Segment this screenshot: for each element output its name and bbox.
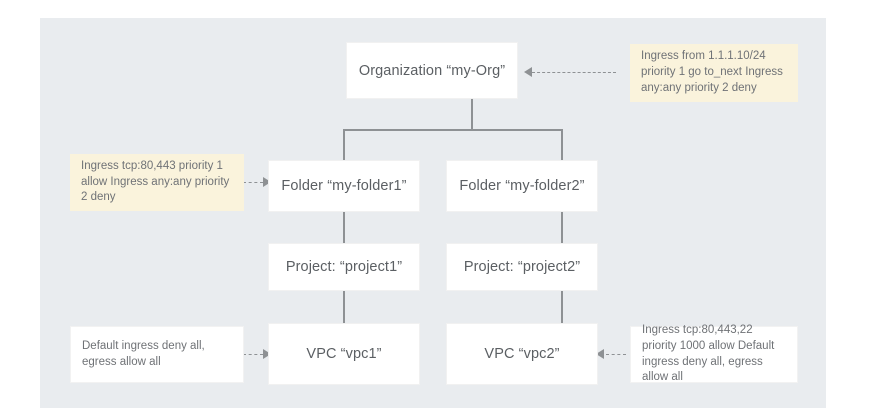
connector-folder1-project1 <box>343 211 345 244</box>
node-project2[interactable]: Project: “project2” <box>446 243 598 291</box>
node-vpc1[interactable]: VPC “vpc1” <box>268 323 420 385</box>
note-organization-policy: Ingress from 1.1.1.10/24 priority 1 go t… <box>630 44 798 102</box>
note-folder1-policy-text: Ingress tcp:80,443 priority 1 allow Ingr… <box>81 159 230 204</box>
note-organization-policy-text: Ingress from 1.1.1.10/24 priority 1 go t… <box>641 50 783 94</box>
connector-folder2-project2 <box>561 211 563 244</box>
diagram-canvas: Organization “my-Org” Folder “my-folder1… <box>40 18 826 408</box>
connector-org-horizontal <box>343 129 563 131</box>
node-project1-label: Project: “project1” <box>285 259 403 275</box>
arrowhead-vpc2-note <box>596 349 604 359</box>
dashed-line-org-note <box>532 72 616 73</box>
node-folder2[interactable]: Folder “my-folder2” <box>446 160 598 212</box>
node-project1[interactable]: Project: “project1” <box>268 243 420 291</box>
node-vpc2[interactable]: VPC “vpc2” <box>446 323 598 385</box>
node-project2-label: Project: “project2” <box>463 259 581 275</box>
note-vpc1-policy-text: Default ingress deny all, egress allow a… <box>82 339 205 368</box>
connector-org-down <box>471 98 473 130</box>
connector-folder2-up <box>561 129 563 161</box>
arrowhead-vpc1-note <box>263 349 271 359</box>
dashed-line-vpc2-note <box>606 354 626 355</box>
connector-folder1-up <box>343 129 345 161</box>
arrowhead-folder1-note <box>263 177 271 187</box>
node-vpc2-label: VPC “vpc2” <box>484 346 560 362</box>
note-vpc2-policy-text: Ingress tcp:80,443,22 priority 1000 allo… <box>642 323 775 384</box>
dashed-line-vpc1-note <box>243 354 263 355</box>
node-folder1[interactable]: Folder “my-folder1” <box>268 160 420 212</box>
node-folder1-label: Folder “my-folder1” <box>281 178 407 194</box>
note-folder1-policy: Ingress tcp:80,443 priority 1 allow Ingr… <box>70 154 244 211</box>
note-vpc2-policy: Ingress tcp:80,443,22 priority 1000 allo… <box>630 323 798 384</box>
connector-project1-vpc1 <box>343 290 345 324</box>
node-vpc1-label: VPC “vpc1” <box>306 346 382 362</box>
dashed-line-folder1-note <box>243 182 263 183</box>
connector-project2-vpc2 <box>561 290 563 324</box>
note-vpc1-policy: Default ingress deny all, egress allow a… <box>70 326 244 383</box>
arrowhead-org-note <box>524 67 532 77</box>
node-folder2-label: Folder “my-folder2” <box>459 178 585 194</box>
node-organization-label: Organization “my-Org” <box>358 62 506 79</box>
node-organization[interactable]: Organization “my-Org” <box>346 42 518 99</box>
